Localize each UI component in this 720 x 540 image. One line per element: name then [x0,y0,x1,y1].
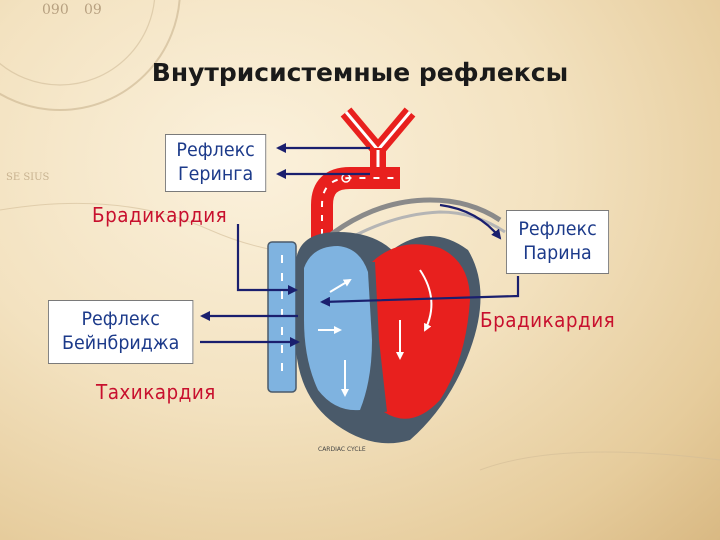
bg-map-line-2 [479,451,720,471]
arrow-to-parin [439,203,502,240]
tachycardia-label: Тахикардия [96,380,216,404]
bg-number-1: 090 [42,2,69,18]
arrow-bradycardia-right [320,276,520,307]
reflex-beinbridge-line1: Рефлекс [81,308,160,330]
reflex-arrows [200,143,520,347]
compass-ring-inner [0,0,156,86]
heart [296,232,481,444]
reflex-gering-line2: Геринга [177,163,254,185]
reflex-beinbridge-line2: Бейнбриджа [62,332,180,354]
reflex-parin-line2: Парина [523,242,592,264]
reflex-beinbridge-box: Рефлекс Бейнбриджа [48,300,194,364]
reflex-parin-line1: Рефлекс [518,218,597,240]
compass-ring-outer [0,0,181,111]
reflex-parin-box: Рефлекс Парина [506,210,610,274]
slide-title: Внутрисистемные рефлексы [151,58,569,87]
arrow-bradycardia-left [236,224,298,295]
bg-number-2: 09 [84,2,102,18]
carotid-artery-y [340,107,416,170]
bradycardia-left-label: Брадикардия [92,203,228,227]
reflex-gering-line1: Рефлекс [176,139,255,161]
heart-caption: CARDIAC CYCLE [318,446,366,453]
reflex-gering-box: Рефлекс Геринга [165,134,267,192]
bg-map-text: SE SIUS [6,172,50,183]
bradycardia-right-label: Брадикардия [480,308,616,332]
